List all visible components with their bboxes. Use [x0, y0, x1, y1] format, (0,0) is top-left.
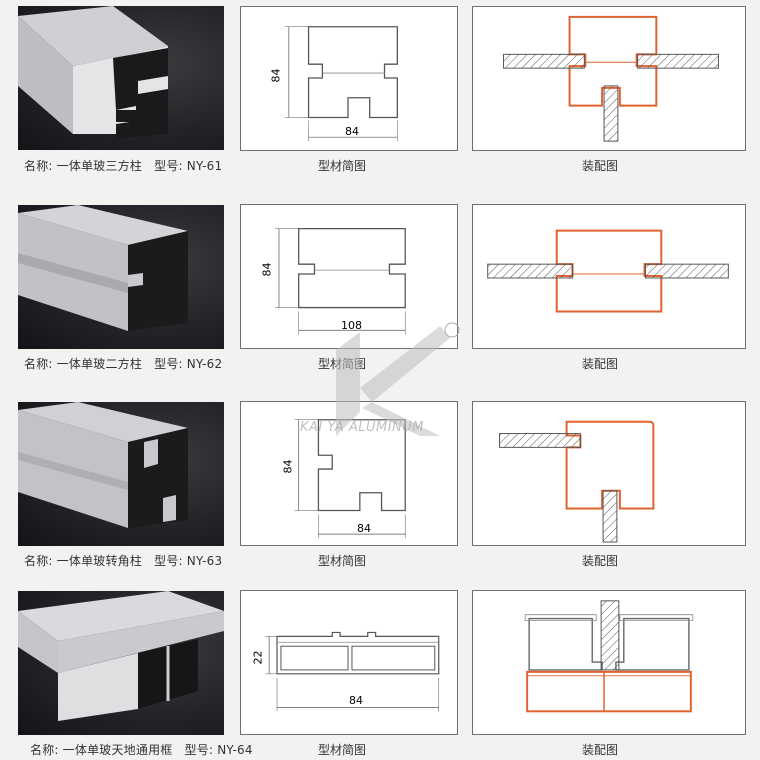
product-name-label: 名称: 一体单玻二方柱 型号: NY-62	[24, 357, 223, 371]
profile-caption: 型材简图	[317, 357, 367, 371]
dim-height-label: 84	[269, 68, 283, 83]
assembly-caption: 装配图	[581, 159, 619, 173]
watermark-text: KAI YA ALUMINUM	[300, 420, 424, 435]
assembly-caption: 装配图	[581, 743, 619, 757]
profile-caption: 型材简图	[317, 554, 367, 568]
product-photo-ny63	[18, 402, 224, 546]
profile-caption: 型材简图	[317, 159, 367, 173]
assembly-caption: 装配图	[581, 357, 619, 371]
dim-height-label: 84	[281, 459, 295, 474]
product-name-label: 名称: 一体单玻天地通用框 型号: NY-64	[30, 743, 253, 757]
assembly-diagram-ny62	[472, 204, 746, 349]
profile-diagram-ny62: 84 108	[240, 204, 458, 349]
assembly-caption: 装配图	[581, 554, 619, 568]
profile-diagram-ny64: 22 84	[240, 590, 458, 735]
product-name-label: 名称: 一体单玻三方柱 型号: NY-61	[24, 159, 223, 173]
product-name-label: 名称: 一体单玻转角柱 型号: NY-63	[24, 554, 223, 568]
assembly-diagram-ny63	[472, 401, 746, 546]
dim-width-label: 84	[357, 522, 371, 535]
dim-width-label: 108	[341, 319, 362, 332]
dim-width-label: 84	[349, 694, 363, 707]
dim-height-label: 84	[260, 262, 274, 277]
product-photo-ny62	[18, 205, 224, 349]
assembly-diagram-ny64	[472, 590, 746, 735]
product-photo-ny61	[18, 6, 224, 150]
profile-caption: 型材简图	[317, 743, 367, 757]
assembly-diagram-ny61	[472, 6, 746, 151]
profile-diagram-ny61: 84 84	[240, 6, 458, 151]
dim-height-label: 22	[251, 650, 265, 665]
product-photo-ny64	[18, 591, 224, 735]
dim-width-label: 84	[345, 125, 359, 138]
